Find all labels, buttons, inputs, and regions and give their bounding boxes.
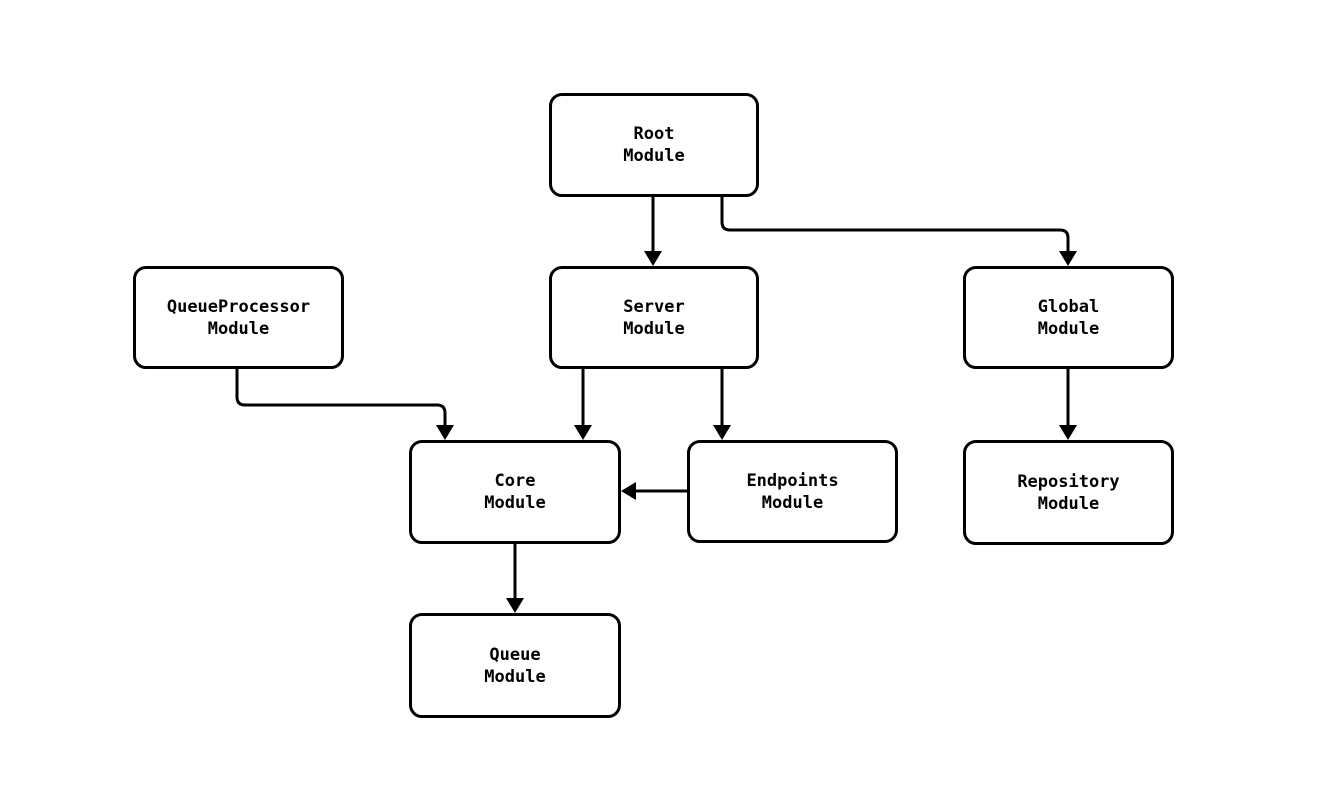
- node-endpoints-module[interactable]: Endpoints Module: [687, 440, 898, 543]
- node-endpoints-module-line2: Module: [761, 492, 824, 513]
- arrowhead-root-to-global: [1059, 251, 1077, 266]
- node-core-module-line2: Module: [484, 493, 546, 513]
- node-endpoints-module-line1: Endpoints: [746, 470, 839, 491]
- node-root-module[interactable]: Root Module: [549, 93, 759, 197]
- node-server-module-line1: Server: [623, 296, 685, 317]
- node-server-module[interactable]: Server Module: [549, 266, 759, 369]
- node-queue-module-line2: Module: [484, 666, 546, 687]
- node-repository-module-line1: Repository: [1017, 471, 1120, 492]
- node-queueprocessor-module-line1: QueueProcessor: [166, 296, 311, 317]
- arrowhead-root-to-server: [644, 251, 662, 266]
- node-queueprocessor-module[interactable]: QueueProcessor Module: [133, 266, 344, 369]
- node-repository-module[interactable]: Repository Module: [963, 440, 1174, 545]
- node-repository-module-line2: Module: [1037, 493, 1100, 514]
- node-global-module[interactable]: Global Module: [963, 266, 1174, 369]
- arrowhead-server-to-endpoints: [713, 425, 731, 440]
- node-root-module-line1: Root: [633, 124, 675, 144]
- arrowhead-core-to-queue: [506, 598, 524, 613]
- node-queue-module[interactable]: Queue Module: [409, 613, 621, 718]
- node-global-module-line1: Global: [1037, 296, 1100, 317]
- node-root-module-line2: Module: [623, 146, 685, 166]
- node-global-module-line2: Module: [1037, 318, 1100, 339]
- arrowhead-queueprocessor-to-core: [436, 425, 454, 440]
- node-queueprocessor-module-line2: Module: [207, 318, 270, 339]
- arrowhead-global-to-repository: [1059, 425, 1077, 440]
- edge-queueprocessor-to-core: [235, 369, 447, 426]
- node-server-module-line2: Module: [623, 318, 685, 339]
- edge-root-to-global: [720, 197, 1070, 252]
- node-core-module[interactable]: Core Module: [409, 440, 621, 544]
- node-core-module-line1: Core: [494, 471, 536, 491]
- arrowhead-endpoints-to-core: [621, 482, 636, 500]
- arrowhead-server-to-core: [574, 425, 592, 440]
- node-queue-module-line1: Queue: [489, 644, 541, 665]
